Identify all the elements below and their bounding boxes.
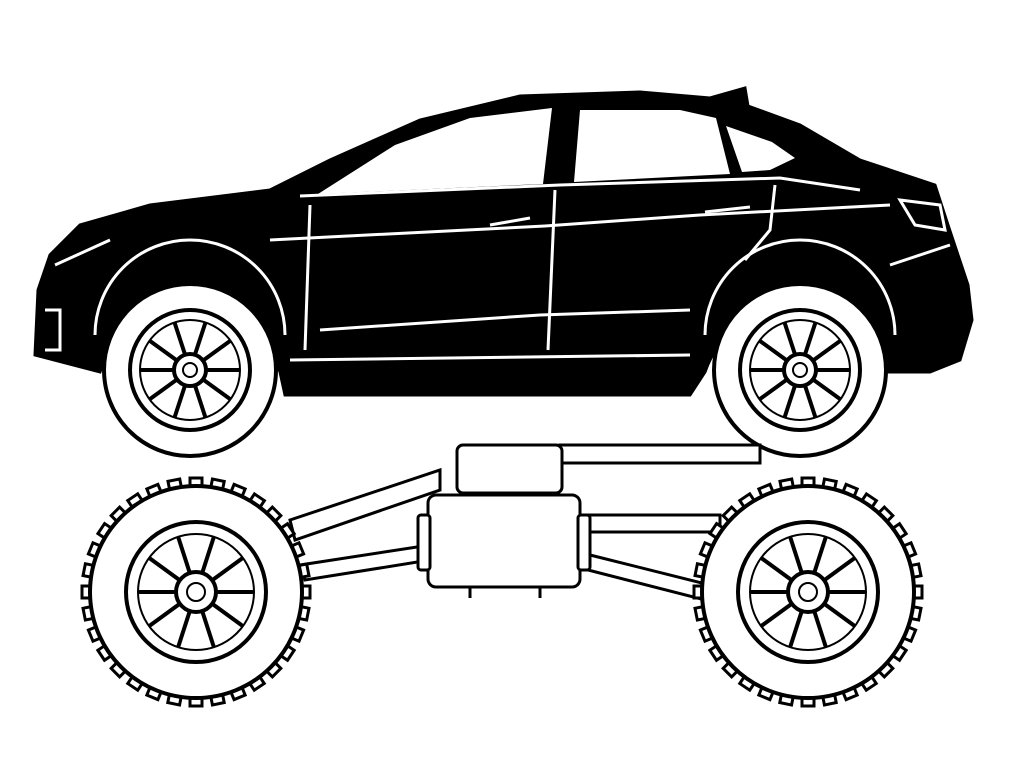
wheel-spoke	[172, 384, 188, 419]
wheel-spoke	[802, 321, 818, 356]
front-window	[318, 108, 552, 194]
wheel-spoke	[176, 536, 192, 574]
wheel-spoke	[782, 384, 798, 419]
wheel-spoke	[812, 610, 828, 648]
car-front-wheel	[102, 282, 278, 458]
wheel-spoke	[192, 321, 208, 356]
wheel-spoke	[201, 338, 232, 363]
wheel-spoke	[201, 377, 232, 402]
wheel-spoke	[148, 338, 179, 363]
wheel-spoke	[782, 321, 798, 356]
wheel-spoke	[788, 536, 804, 574]
wheel-spoke	[172, 321, 188, 356]
rear-window	[574, 110, 730, 182]
wheel-spoke	[200, 610, 216, 648]
car-rear-wheel	[712, 282, 888, 458]
wheel-spoke	[759, 556, 793, 582]
wheel-spoke	[811, 377, 842, 402]
motor-housing	[426, 493, 582, 589]
rear-lower-arm	[586, 553, 712, 602]
wheel-spoke	[758, 377, 789, 402]
motor-cap-left	[416, 513, 432, 572]
wheel-spoke	[811, 338, 842, 363]
rear-axle-arm	[583, 513, 722, 534]
wheel-spoke	[788, 610, 804, 648]
wheel-spoke	[823, 602, 857, 628]
quarter-window	[726, 126, 795, 172]
wheel-spoke	[176, 610, 192, 648]
wheel-spoke	[147, 602, 181, 628]
wheel-spoke	[211, 556, 245, 582]
chassis	[288, 443, 762, 602]
body-lines	[45, 163, 951, 362]
wheel-spoke	[759, 602, 793, 628]
wheel-spoke	[148, 377, 179, 402]
chassis-rear-wheel	[692, 476, 924, 708]
wheel-spoke	[192, 384, 208, 419]
front-lower-arm	[298, 543, 432, 582]
wheel-spoke	[211, 602, 245, 628]
chassis-front-wheel	[80, 476, 312, 708]
wheel-spoke	[812, 536, 828, 574]
wheel-spoke	[823, 556, 857, 582]
wheel-spoke	[802, 384, 818, 419]
chassis-top-rail	[558, 443, 762, 465]
wheel-spoke	[758, 338, 789, 363]
wheel-spoke	[147, 556, 181, 582]
wheel-spoke	[200, 536, 216, 574]
battery-box	[455, 443, 564, 495]
motor-cap-right	[576, 513, 592, 572]
